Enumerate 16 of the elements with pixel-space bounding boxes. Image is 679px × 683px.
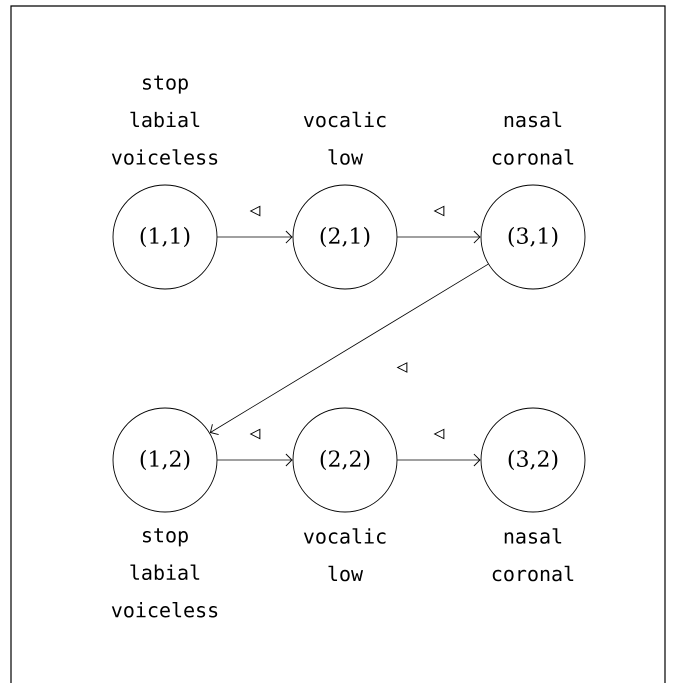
edge-label: ◁ [248,204,262,218]
feature-label: stop labial voiceless [112,528,218,618]
feature-label: nasal coronal [492,528,574,582]
feature-label: stop labial voiceless [112,76,218,165]
edge-label: ◁ [432,428,446,440]
feature-label: vocalic low [304,112,386,165]
feature-label: nasal coronal [492,112,574,165]
arrow [217,230,293,244]
edge-label: ◁ [396,361,408,374]
arrow [397,230,481,244]
edge-label: ◁ [432,204,446,218]
edge-label: ◁ [248,428,262,440]
arrow [397,454,481,466]
arrow [217,454,293,466]
feature-label: vocalic low [304,528,386,582]
arrow [210,264,489,435]
